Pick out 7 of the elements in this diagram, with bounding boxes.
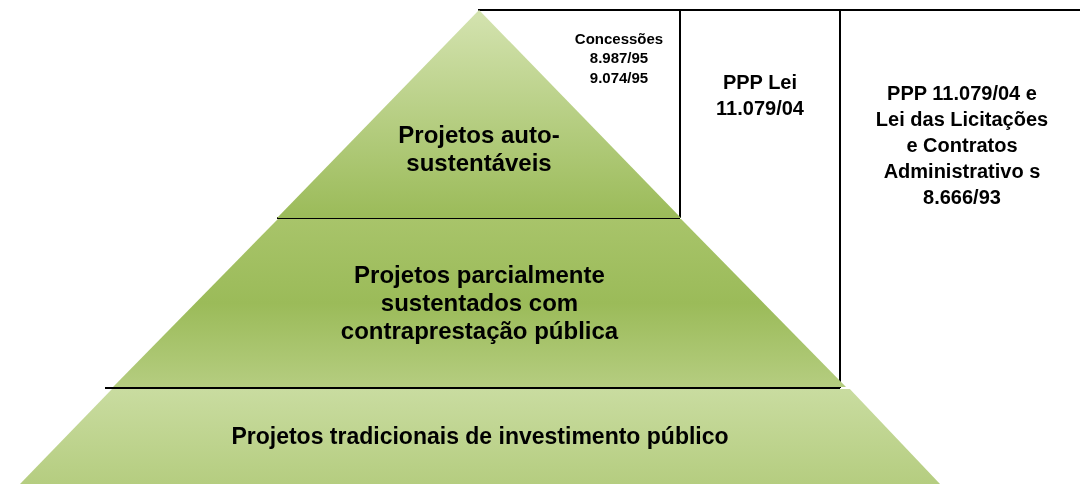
tier-label: Projetos parcialmente sustentados com contraprestação pública <box>339 261 620 345</box>
tier-label: Projetos auto-sustentáveis <box>397 121 561 177</box>
pyramid-tier <box>277 10 681 218</box>
legislation-note: PPP 11.079/04 e Lei das Licitações e Contratos Administrativo s 8.666/93 <box>872 40 1052 250</box>
legislation-note: PPP Lei 11.079/04 <box>684 50 836 140</box>
tier-label: Projetos tradicionais de investimento público <box>231 423 729 450</box>
legislation-note: Concessões 8.987/95 9.074/95 <box>560 18 678 98</box>
